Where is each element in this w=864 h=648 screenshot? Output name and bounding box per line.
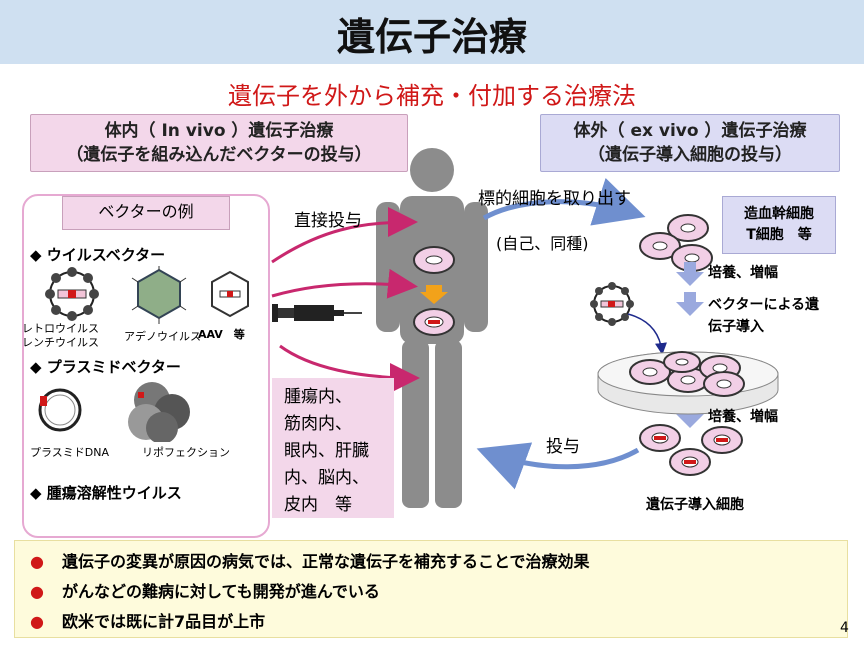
extract-target-cells-label: 標的細胞を取り出す <box>478 189 631 209</box>
retrovirus-icon <box>45 267 99 321</box>
summary-bullet-1: ● 遺伝子の変異が原因の病気では、正常な遺伝子を補充することで治療効果 <box>30 548 590 572</box>
page-number: 4 <box>840 620 849 636</box>
injection-sites-text: 腫瘍内、 筋肉内、 眼内、肝臓 内、脳内、 皮内 等 <box>284 387 369 515</box>
transduced-cell-nuclei <box>651 432 731 468</box>
vector-examples-label-box: ベクターの例 <box>62 196 230 230</box>
adenovirus-label: アデノウイルス <box>124 330 201 343</box>
transduced-cells <box>639 424 743 476</box>
direct-administration-label: 直接投与 <box>294 211 362 231</box>
summary-box <box>14 540 848 638</box>
cell-type-tcell: T細胞 等 <box>746 227 812 243</box>
injection-arrow-lower <box>279 344 420 393</box>
vector-transduction-line2: 伝子導入 <box>708 319 764 335</box>
summary-bullet-2-text: がんなどの難病に対しても開発が進んでいる <box>61 582 380 601</box>
ex-vivo-header-title: 体外（ ex vivo ）遺伝子治療 <box>573 121 807 141</box>
summary-bullet-3-text: 欧米では既に計7品目が上市 <box>61 612 266 631</box>
extraction-arrow <box>482 177 646 226</box>
summary-bullet-3: ● 欧米では既に計7品目が上市 <box>30 608 265 632</box>
vector-transduction-label: ベクターによる遺 伝子導入 <box>708 294 819 338</box>
lipofection-icon <box>128 382 190 442</box>
summary-bullet-2: ● がんなどの難病に対しても開発が進んでいる <box>30 578 380 602</box>
ex-vivo-header-box: 体外（ ex vivo ）遺伝子治療 （遺伝子導入細胞の投与） <box>540 114 840 172</box>
plasmid-dna-label: プラスミドDNA <box>30 446 110 459</box>
retrovirus-label: レトロウイルス <box>22 322 99 335</box>
transduction-vector-icon <box>590 282 634 326</box>
plasmid-icons <box>38 382 190 442</box>
culture-expansion-label-2: 培養、増幅 <box>708 409 778 425</box>
culture-expansion-label-1: 培養、増幅 <box>708 265 778 281</box>
injection-arrow-upper <box>271 207 418 264</box>
aav-label: AAV 等 <box>198 328 245 341</box>
administration-label: 投与 <box>546 437 580 457</box>
vector-examples-label: ベクターの例 <box>98 202 194 221</box>
vector-transduction-line1: ベクターによる遺 <box>708 297 820 313</box>
summary-bullet-1-text: 遺伝子の変異が原因の病気では、正常な遺伝子を補充することで治療効果 <box>61 552 590 571</box>
oncolytic-virus-heading: ◆ 腫瘍溶解性ウイルス <box>30 484 182 502</box>
transduced-cells-label: 遺伝子導入細胞 <box>646 497 744 513</box>
in-vivo-header-desc: （遺伝子を組み込んだベクターの投与） <box>66 145 372 165</box>
vector-examples-panel <box>22 194 270 538</box>
body-cell-icon <box>413 246 455 274</box>
cell-type-hsc: 造血幹細胞 <box>744 206 814 222</box>
down-arrow-1 <box>676 262 704 286</box>
autologous-allogeneic-label: (自己、同種) <box>496 234 589 253</box>
in-vivo-header-title: 体内（ In vivo ）遺伝子治療 <box>104 121 334 141</box>
page-subtitle: 遺伝子を外から補充・付加する治療法 <box>228 82 636 110</box>
lipofection-label: リポフェクション <box>142 446 230 459</box>
transduced-body-cell-icon <box>413 308 455 336</box>
down-arrow-3 <box>676 404 704 428</box>
bullet-dot-icon: ● <box>30 612 44 631</box>
syringe-icon <box>272 304 362 322</box>
injection-sites-box <box>272 378 394 518</box>
administration-arrow <box>476 442 640 490</box>
transduction-arrow <box>627 313 667 355</box>
harvested-cells <box>639 214 713 272</box>
plasmid-heading: ◆ プラスミドベクター <box>30 358 181 376</box>
virus-icons <box>45 266 249 324</box>
aav-icon <box>211 270 249 318</box>
retro-lenti-label: レトロウイルス レンチウイルス <box>22 322 99 350</box>
page-title: 遺伝子治療 <box>336 15 527 59</box>
title-bar <box>0 0 864 64</box>
virus-vector-heading: ◆ ウイルスベクター <box>30 246 166 264</box>
plasmid-dna-icon <box>38 388 82 432</box>
bullet-dot-icon: ● <box>30 552 44 571</box>
bullet-dot-icon: ● <box>30 582 44 601</box>
ex-vivo-header-desc: （遺伝子導入細胞の投与） <box>588 145 792 165</box>
down-arrow-orange <box>420 285 448 304</box>
in-vivo-header-box: 体内（ In vivo ）遺伝子治療 （遺伝子を組み込んだベクターの投与） <box>30 114 408 172</box>
target-cell-types-box: 造血幹細胞 T細胞 等 <box>722 196 836 254</box>
lentivirus-label: レンチウイルス <box>22 336 99 349</box>
injection-arrow-middle <box>271 268 418 299</box>
down-arrow-2 <box>676 292 704 316</box>
adenovirus-icon <box>131 266 187 324</box>
